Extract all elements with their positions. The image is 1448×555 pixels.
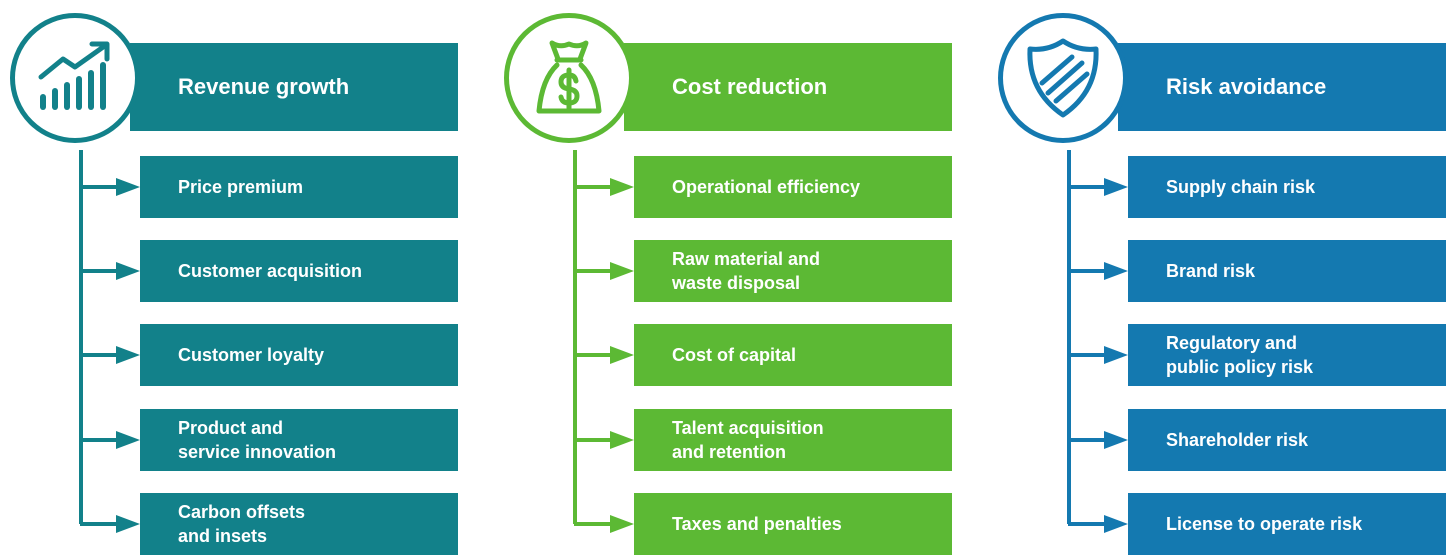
item-label: Shareholder risk xyxy=(1166,430,1309,450)
item-box: Customer acquisition xyxy=(140,240,458,302)
shield-icon xyxy=(998,13,1128,143)
item-label: Operational efficiency xyxy=(672,177,861,197)
arrow-icon xyxy=(80,177,140,197)
cost-reduction-column: Cost reduction Operational efficiency Ra… xyxy=(494,0,954,555)
item-label: Product and service innovation xyxy=(178,418,337,462)
revenue-growth-column: Revenue growth Price premium Customer ac… xyxy=(0,0,460,555)
arrow-icon xyxy=(574,430,634,450)
item-box: Shareholder risk xyxy=(1128,409,1446,471)
item-label: Customer loyalty xyxy=(178,345,325,365)
item-box: Customer loyalty xyxy=(140,324,458,386)
arrow-icon xyxy=(1068,261,1128,281)
arrow-icon xyxy=(1068,430,1128,450)
arrow-icon xyxy=(574,177,634,197)
arrow-icon xyxy=(1068,345,1128,365)
column-title: Cost reduction xyxy=(672,74,828,99)
item-box: Taxes and penalties xyxy=(634,493,952,555)
item-box: Carbon offsets and insets xyxy=(140,493,458,555)
item-box: Cost of capital xyxy=(634,324,952,386)
item-label: Regulatory and public policy risk xyxy=(1166,333,1314,377)
item-label: Cost of capital xyxy=(672,345,797,365)
item-box: Supply chain risk xyxy=(1128,156,1446,218)
item-label: Raw material and waste disposal xyxy=(672,249,821,293)
arrow-icon xyxy=(574,514,634,534)
money-bag-icon xyxy=(504,13,634,143)
column-title: Risk avoidance xyxy=(1166,74,1327,99)
item-box: Regulatory and public policy risk xyxy=(1128,324,1446,386)
arrow-icon xyxy=(1068,514,1128,534)
item-label: Taxes and penalties xyxy=(672,514,842,534)
item-box: Raw material and waste disposal xyxy=(634,240,952,302)
item-box: Product and service innovation xyxy=(140,409,458,471)
risk-avoidance-column: Risk avoidance Supply chain risk Brand r… xyxy=(988,0,1448,555)
arrow-icon xyxy=(80,261,140,281)
connector-line xyxy=(573,150,577,524)
item-label: License to operate risk xyxy=(1166,514,1363,534)
item-box: Price premium xyxy=(140,156,458,218)
item-label: Talent acquisition and retention xyxy=(672,418,824,462)
item-label: Supply chain risk xyxy=(1166,177,1316,197)
item-box: Talent acquisition and retention xyxy=(634,409,952,471)
arrow-icon xyxy=(574,261,634,281)
arrow-icon xyxy=(574,345,634,365)
column-header: Revenue growth xyxy=(130,43,458,131)
item-box: License to operate risk xyxy=(1128,493,1446,555)
item-box: Operational efficiency xyxy=(634,156,952,218)
growth-chart-icon xyxy=(10,13,140,143)
item-label: Customer acquisition xyxy=(178,261,363,281)
connector-line xyxy=(79,150,83,524)
arrow-icon xyxy=(80,430,140,450)
arrow-icon xyxy=(80,514,140,534)
connector-line xyxy=(1067,150,1071,524)
column-header: Cost reduction xyxy=(624,43,952,131)
item-label: Price premium xyxy=(178,177,304,197)
column-title: Revenue growth xyxy=(178,74,350,99)
arrow-icon xyxy=(1068,177,1128,197)
arrow-icon xyxy=(80,345,140,365)
item-label: Carbon offsets and insets xyxy=(178,502,306,546)
item-box: Brand risk xyxy=(1128,240,1446,302)
item-label: Brand risk xyxy=(1166,261,1256,281)
column-header: Risk avoidance xyxy=(1118,43,1446,131)
